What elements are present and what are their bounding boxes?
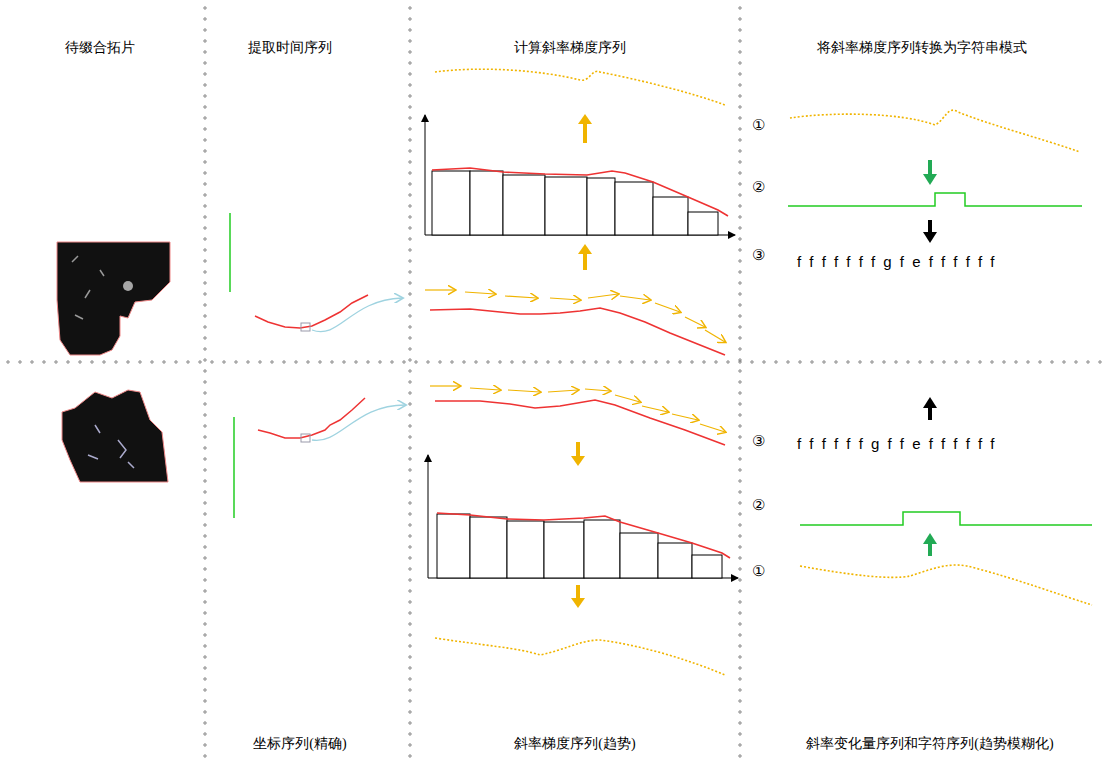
column-footer: 斜率梯度序列(趋势)	[514, 736, 635, 753]
callout-number: ①	[752, 116, 765, 134]
rubbing	[62, 390, 168, 482]
char-sequence: f f f f f f g f f e f f f f f f	[797, 435, 995, 453]
rubbing	[57, 242, 170, 355]
callout-number: ②	[752, 178, 765, 196]
column-header: 提取时间序列	[248, 40, 332, 57]
char-sequence: f f f f f f f g f e f f f f f f	[797, 253, 995, 271]
callout-number: ③	[752, 246, 765, 264]
column-footer: 坐标序列(精确)	[253, 736, 346, 753]
column-header: 待缀合拓片	[65, 40, 135, 57]
column-header: 将斜率梯度序列转换为字符串模式	[817, 40, 1027, 57]
separators	[7, 7, 1101, 757]
column-header: 计算斜率梯度序列	[514, 40, 626, 57]
callout-number: ③	[752, 432, 765, 450]
callout-number: ②	[752, 496, 765, 514]
column-footer: 斜率变化量序列和字符序列(趋势模糊化)	[806, 736, 1053, 753]
callout-number: ①	[752, 562, 765, 580]
